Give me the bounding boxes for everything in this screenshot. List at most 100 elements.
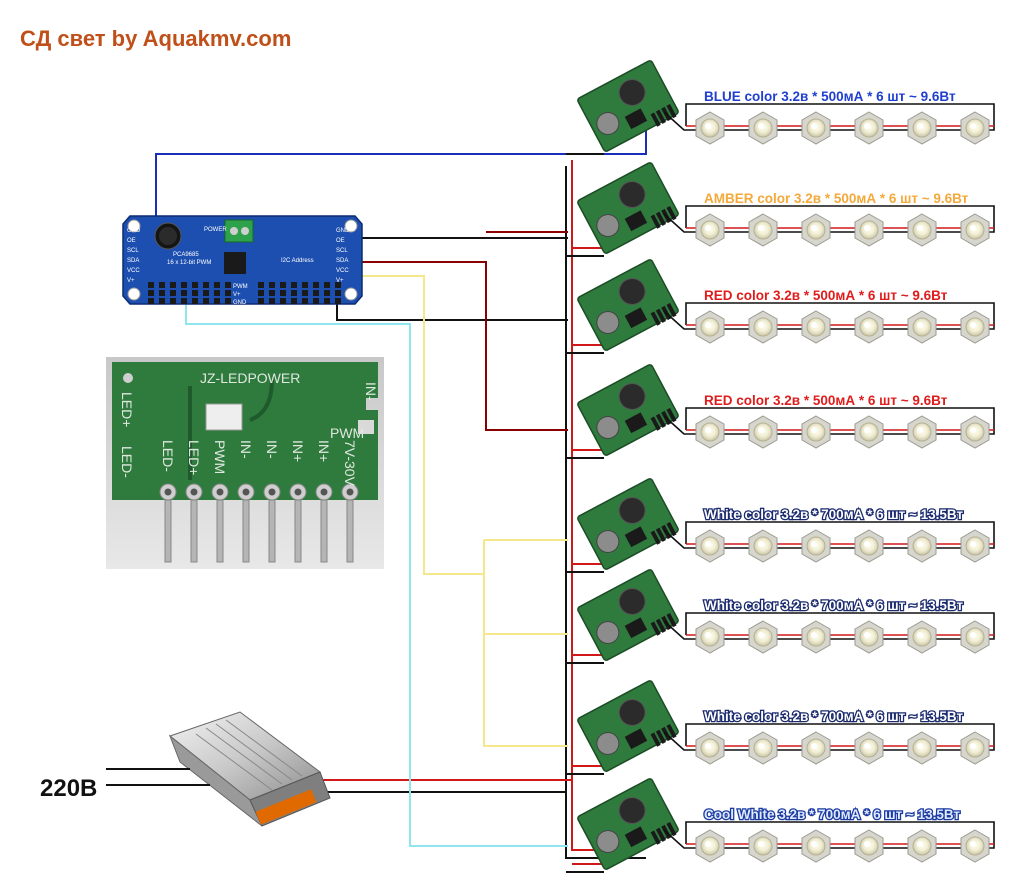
led-highlight	[705, 743, 711, 749]
jz-pad-hole	[320, 488, 328, 496]
led-highlight	[917, 743, 923, 749]
header-pin	[291, 298, 297, 304]
led-highlight	[811, 632, 817, 638]
led-highlight	[705, 541, 711, 547]
header-pin	[258, 298, 264, 304]
header-pin	[181, 282, 187, 288]
led-string-loop	[663, 103, 995, 131]
led-highlight	[864, 841, 870, 847]
header-pin	[280, 282, 286, 288]
led-highlight	[811, 123, 817, 129]
wires	[155, 120, 647, 873]
led-string-label: RED color 3.2в * 500мА * 6 шт ~ 9.6Вт	[704, 288, 948, 303]
led-highlight	[917, 841, 923, 847]
driver-pin	[650, 530, 661, 545]
capacitor	[596, 830, 620, 854]
driver-ic	[624, 412, 648, 434]
jz-pin-label: IN-	[264, 440, 280, 459]
jz-led-minus-side-label: LED-	[119, 446, 135, 478]
header-pin	[324, 298, 330, 304]
inductor	[618, 698, 646, 726]
jz-pin	[242, 499, 250, 563]
driver-pcb	[577, 569, 679, 661]
led-highlight	[758, 123, 764, 129]
led-highlight	[970, 225, 976, 231]
driver-pin	[655, 308, 666, 323]
led-highlight	[758, 743, 764, 749]
driver-ic	[624, 307, 648, 329]
header-pin	[214, 298, 220, 304]
pca-header-pins	[148, 282, 341, 304]
jz-pin-label: PWM	[212, 440, 228, 474]
pca9685-board: PCA9685 16 x 12-bit PWM POWER I2C Addres…	[122, 215, 363, 306]
driver-pin	[666, 724, 677, 739]
jz-pad-hole	[268, 488, 276, 496]
led-highlight	[811, 541, 817, 547]
led-highlight	[864, 123, 870, 129]
driver-module	[577, 778, 679, 870]
pca-pin-label-right: GND	[336, 228, 350, 234]
jz-pad-hole	[216, 488, 224, 496]
header-pin	[192, 290, 198, 296]
led-string-label: AMBER color 3.2в * 500мА * 6 шт ~ 9.6Вт	[704, 191, 969, 206]
pca-pin-label-right: OE	[336, 238, 345, 244]
capacitor	[596, 530, 620, 554]
inductor	[618, 496, 646, 524]
jz-pad-hole	[190, 488, 198, 496]
driver-pcb	[577, 162, 679, 254]
driver-pin	[666, 613, 677, 628]
header-pin	[324, 290, 330, 296]
header-pin	[269, 298, 275, 304]
led-string-row: Cool White 3.2в * 700мА * 6 шт ~ 13.5Вт	[577, 778, 995, 870]
led-highlight	[917, 322, 923, 328]
jz-pwm-label: PWM	[330, 425, 364, 441]
header-pin	[170, 282, 176, 288]
led-highlight	[705, 632, 711, 638]
led-highlight	[917, 632, 923, 638]
header-pin	[313, 282, 319, 288]
header-pin	[280, 298, 286, 304]
header-pin	[302, 290, 308, 296]
header-pin	[192, 282, 198, 288]
header-pin	[203, 290, 209, 296]
header-pin	[291, 282, 297, 288]
header-pin	[148, 298, 154, 304]
jz-pin	[320, 499, 328, 563]
jz-pin-label: 7V-30V	[342, 440, 358, 487]
jz-pin-label: LED+	[186, 440, 202, 475]
power-supply: 220В	[40, 711, 331, 827]
header-pin	[269, 290, 275, 296]
driver-pcb	[577, 364, 679, 456]
led-highlight	[705, 841, 711, 847]
pwm-wire-red-2	[356, 261, 568, 431]
driver-pin	[655, 109, 666, 124]
driver-module	[577, 259, 679, 351]
led-highlight	[705, 225, 711, 231]
pca-gnd-label: GND	[233, 300, 247, 306]
jz-pin	[294, 499, 302, 563]
jz-pin	[164, 499, 172, 563]
led-highlight	[917, 225, 923, 231]
led-string-row: RED color 3.2в * 500мА * 6 шт ~ 9.6Вт	[577, 259, 995, 351]
mains-220v-label: 220В	[40, 775, 97, 802]
led-highlight	[758, 322, 764, 328]
capacitor	[596, 112, 620, 136]
jz-in-minus-label: IN-	[363, 382, 379, 401]
led-highlight	[864, 322, 870, 328]
led-highlight	[811, 225, 817, 231]
driver-pin	[650, 311, 661, 326]
driver-pcb	[577, 259, 679, 351]
led-string-loop	[663, 521, 995, 549]
led-highlight	[758, 632, 764, 638]
driver-module	[577, 364, 679, 456]
led-string-label: White color 3.2в * 700мА * 6 шт ~ 13.5Вт	[704, 709, 963, 724]
led-string-row: White color 3.2в * 700мА * 6 шт ~ 13.5Вт	[577, 478, 995, 570]
led-highlight	[864, 225, 870, 231]
driver-pin	[650, 732, 661, 747]
header-pin	[203, 282, 209, 288]
pwm-wire-red-1	[336, 296, 568, 321]
led-highlight	[705, 123, 711, 129]
jz-board-name: JZ-LEDPOWER	[200, 370, 300, 386]
driver-pin	[666, 206, 677, 221]
